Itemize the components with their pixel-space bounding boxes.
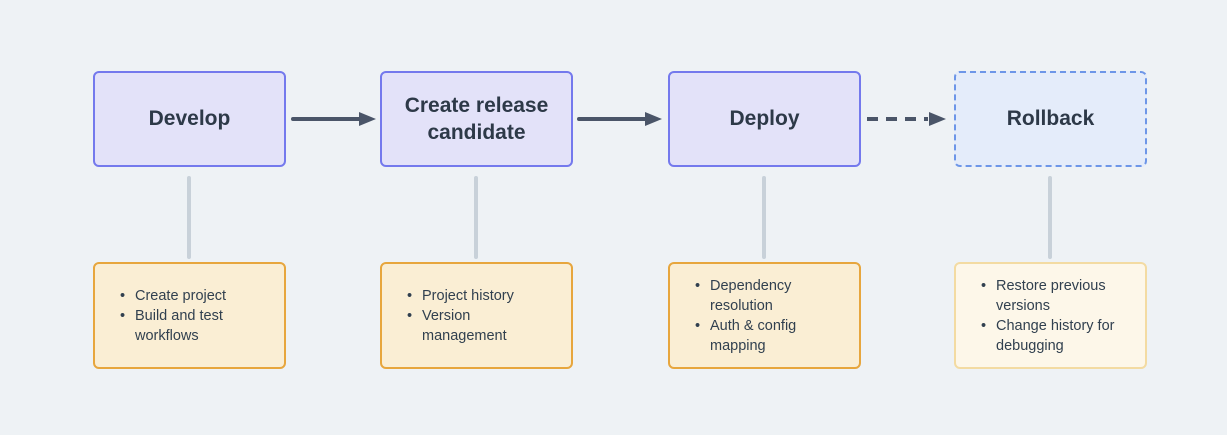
arrow-develop-to-release-icon [291,112,376,126]
connector-rollback [1048,176,1052,259]
details-develop-list: Create project Build and test workflows [95,286,284,346]
list-item: Auth & config mapping [694,316,847,356]
connector-develop [187,176,191,259]
details-deploy: Dependency resolution Auth & config mapp… [668,262,861,369]
node-deploy-label: Deploy [729,107,800,131]
connector-create-release-candidate [474,176,478,259]
details-create-release-candidate: Project history Version management [380,262,573,369]
arrow-deploy-to-rollback-dashed-icon [867,112,946,126]
column-deploy: Deploy Dependency resolution Auth & conf… [668,0,861,435]
details-rollback: Restore previous versions Change history… [954,262,1147,369]
node-create-release-candidate: Create release candidate [380,71,573,167]
column-rollback: Rollback Restore previous versions Chang… [954,0,1147,435]
details-develop: Create project Build and test workflows [93,262,286,369]
node-develop: Develop [93,71,286,167]
column-create-release-candidate: Create release candidate Project history… [380,0,573,435]
node-rollback: Rollback [954,71,1147,167]
list-item: Version management [406,306,559,346]
node-create-release-candidate-label: Create release candidate [404,93,549,144]
connector-deploy [762,176,766,259]
list-item: Create project [119,286,272,306]
node-develop-label: Develop [148,107,231,131]
details-deploy-list: Dependency resolution Auth & config mapp… [670,276,859,356]
list-item: Build and test workflows [119,306,272,346]
node-deploy: Deploy [668,71,861,167]
details-create-release-candidate-list: Project history Version management [382,286,571,346]
list-item: Restore previous versions [980,276,1133,316]
details-rollback-list: Restore previous versions Change history… [956,276,1145,356]
arrow-release-to-deploy-icon [577,112,662,126]
list-item: Project history [406,286,559,306]
node-rollback-label: Rollback [1006,107,1095,131]
list-item: Dependency resolution [694,276,847,316]
column-develop: Develop Create project Build and test wo… [93,0,286,435]
list-item: Change history for debugging [980,316,1133,356]
